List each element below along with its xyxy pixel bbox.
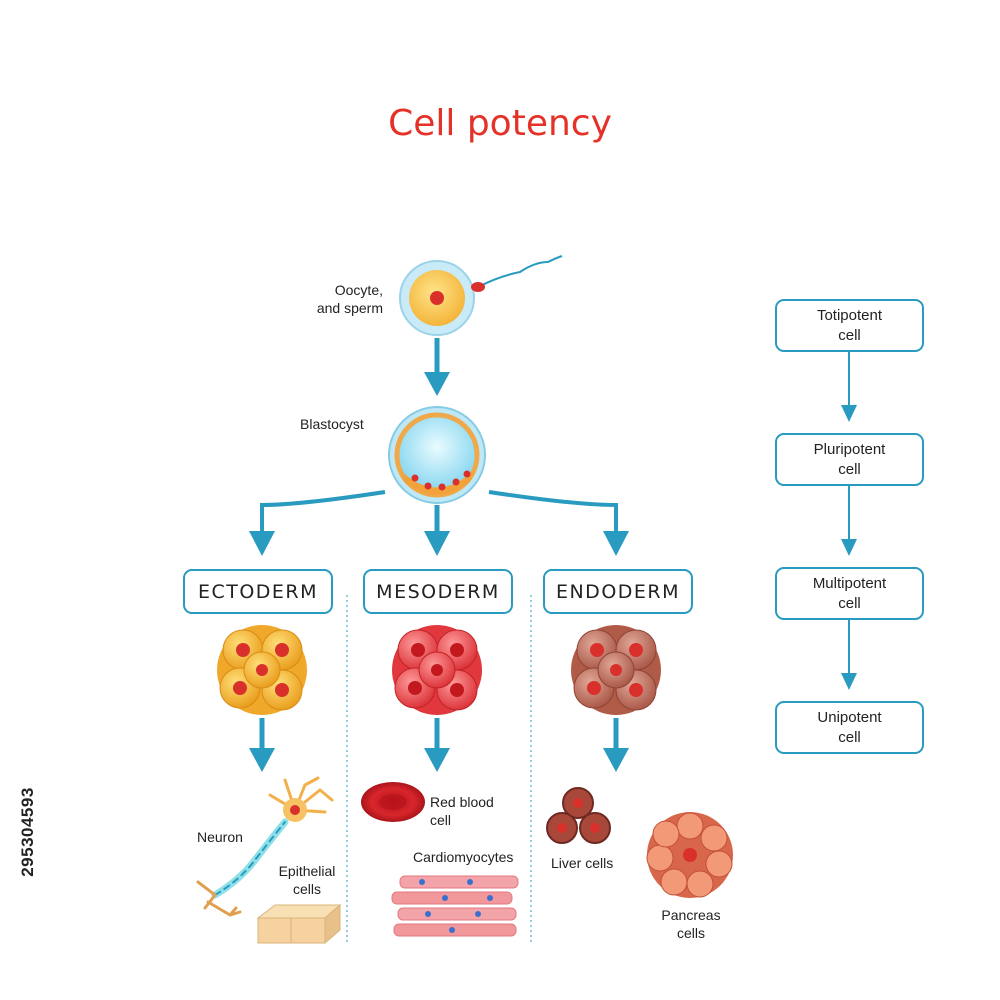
oocyte-label: Oocyte, and sperm — [316, 282, 383, 316]
epithelial-cells-illustration — [256, 903, 342, 945]
pluripotent-box: Pluripotent cell — [775, 433, 924, 486]
mesoderm-cell-cluster — [392, 625, 482, 715]
cardiomyocytes-illustration — [391, 875, 519, 937]
mesoderm-label: MESODERM — [376, 580, 500, 603]
endoderm-cell-cluster — [571, 625, 661, 715]
pancreas-cells-illustration — [646, 812, 733, 898]
blastocyst-label: Blastocyst — [300, 416, 364, 432]
liver-cells-label: Liver cells — [551, 855, 614, 871]
stock-image-id: 295304593 — [18, 787, 37, 877]
arrows — [249, 338, 857, 772]
epithelial-label: Epithelial cells — [278, 863, 336, 897]
page-title: Cell potency — [388, 103, 612, 144]
endoderm-label: ENDODERM — [555, 580, 681, 603]
ectoderm-cell-cluster — [217, 625, 307, 715]
pluripotent-label: Pluripotent cell — [813, 440, 886, 478]
unipotent-label: Unipotent cell — [817, 708, 882, 746]
ectoderm-box: ECTODERM — [183, 569, 333, 614]
pancreas-label: Pancreas cells — [661, 907, 721, 941]
oocyte-with-sperm-illustration — [399, 255, 563, 336]
multipotent-label: Multipotent cell — [812, 574, 887, 612]
totipotent-label: Totipotent cell — [816, 306, 883, 344]
liver-cells-illustration — [546, 787, 611, 844]
mesoderm-box: MESODERM — [363, 569, 513, 614]
ectoderm-label: ECTODERM — [197, 580, 319, 603]
red-blood-cell-label: Red blood cell — [430, 794, 494, 828]
endoderm-box: ENDODERM — [543, 569, 693, 614]
cardiomyocytes-label: Cardiomyocytes — [413, 849, 514, 865]
unipotent-box: Unipotent cell — [775, 701, 924, 754]
multipotent-box: Multipotent cell — [775, 567, 924, 620]
red-blood-cell-illustration — [361, 782, 425, 822]
neuron-illustration — [196, 776, 334, 917]
blastocyst-illustration — [388, 406, 486, 504]
neuron-label: Neuron — [197, 829, 243, 845]
totipotent-box: Totipotent cell — [775, 299, 924, 352]
